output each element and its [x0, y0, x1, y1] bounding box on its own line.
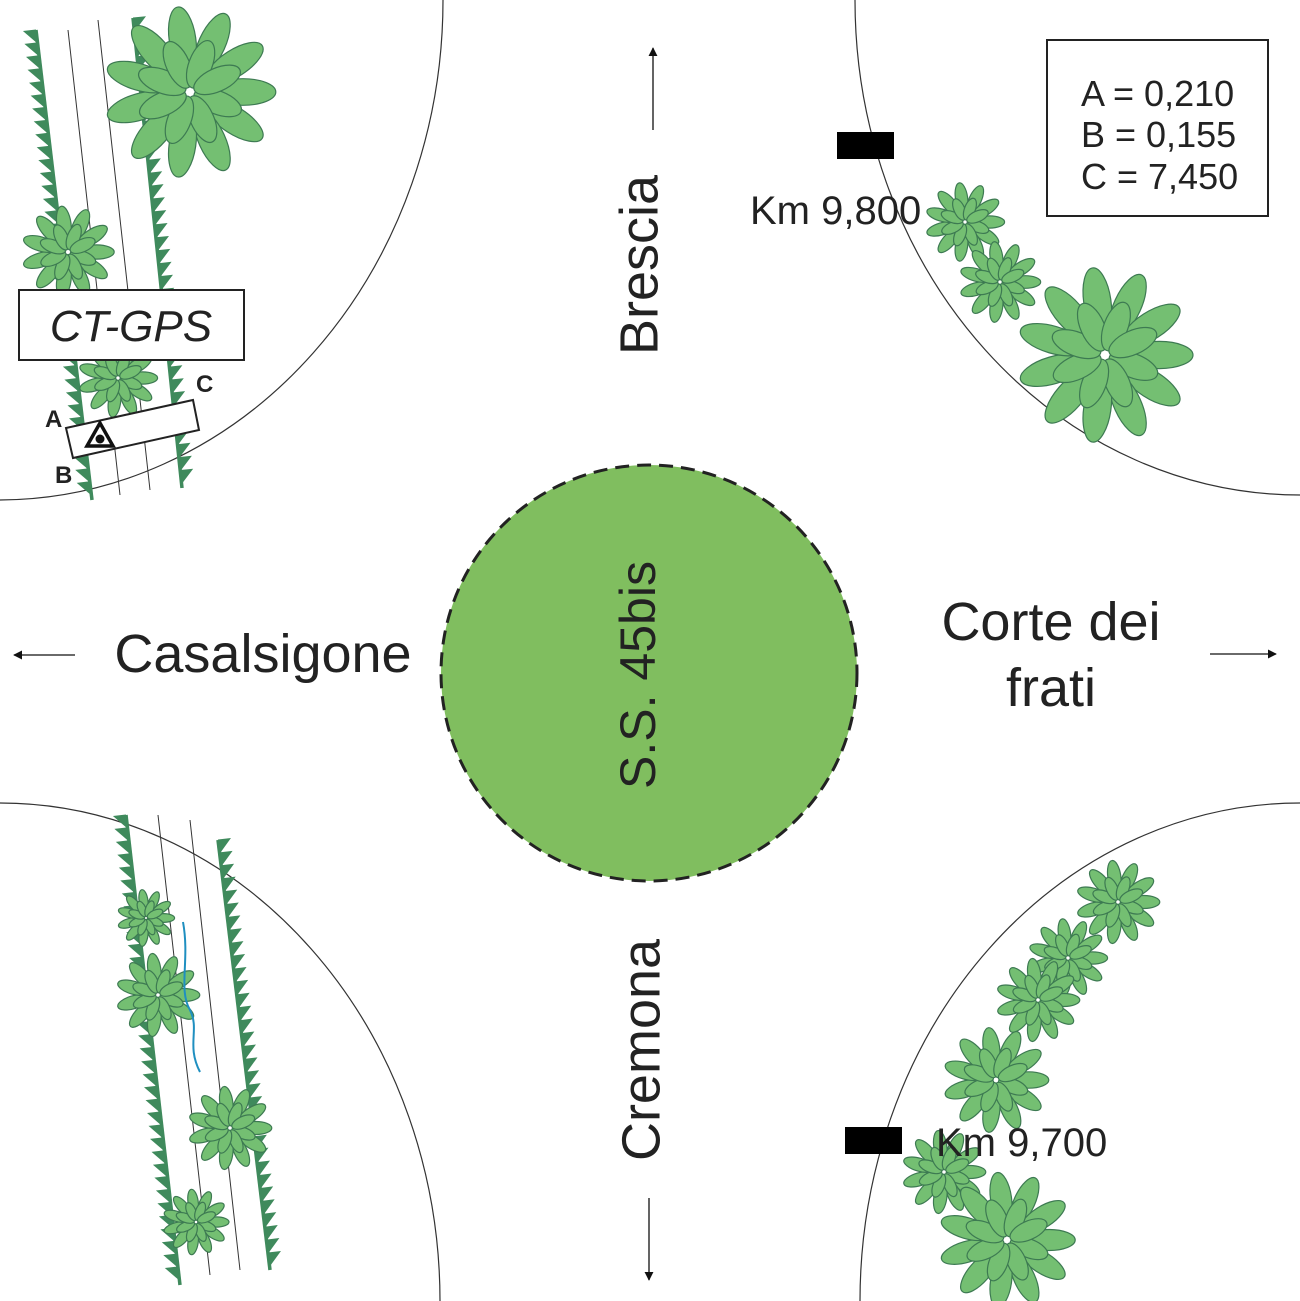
roundabout-label: S.S. 45bis — [610, 561, 666, 789]
legend-value-a: A = 0,210 — [1081, 73, 1234, 114]
legend-value-b: B = 0,155 — [1081, 114, 1236, 155]
road-edge-ne — [854, 0, 1300, 496]
station-label-box: CT-GPS — [18, 289, 245, 361]
tree-leaf — [1001, 268, 1025, 284]
direction-label-east-line1: Corte dei — [941, 592, 1160, 652]
tree-leaf — [985, 1199, 1010, 1238]
station-point-b: B — [55, 462, 72, 489]
direction-label-east-line2: frati — [1006, 658, 1096, 718]
hedge-teeth — [217, 837, 281, 1267]
tree-leaf — [146, 908, 164, 920]
direction-label-south: Cremona — [611, 938, 671, 1161]
road-edge-nw — [0, 0, 444, 501]
km-marker-south-label: Km 9,700 — [936, 1121, 1107, 1165]
stream-line — [182, 921, 201, 1073]
tree — [997, 957, 1081, 1043]
tree-leaf — [945, 1158, 970, 1174]
road-edge-sw — [0, 802, 441, 1301]
station-point-a: A — [45, 406, 62, 433]
tree-leaf — [196, 1211, 216, 1224]
survey-point-icon — [95, 434, 105, 444]
tree-leaf — [231, 1114, 256, 1130]
tree-leaf — [966, 209, 989, 224]
tree-leaf — [966, 1237, 1005, 1262]
tree — [117, 889, 176, 947]
tree — [940, 1171, 1076, 1301]
tree-leaf — [159, 981, 184, 997]
tree — [960, 241, 1042, 323]
tree — [1019, 267, 1194, 443]
tree — [117, 952, 201, 1038]
tree-leaf — [1119, 888, 1144, 904]
tree-leaf — [997, 1062, 1028, 1083]
tree — [189, 1085, 273, 1171]
km-marker-south-post — [845, 1127, 902, 1154]
tree — [903, 1129, 987, 1215]
tree-leaf — [1076, 302, 1109, 352]
legend-value-c: C = 7,450 — [1081, 156, 1238, 197]
tree-leaf — [1052, 351, 1102, 384]
tree-leaf — [1069, 945, 1092, 960]
tree-leaf — [1004, 1242, 1029, 1281]
tree-leaf — [1039, 986, 1064, 1002]
tree-leaf — [162, 40, 194, 89]
tree — [106, 6, 277, 178]
tree-leaf — [1101, 358, 1134, 408]
tree-leaf — [1108, 326, 1158, 359]
tree — [22, 205, 115, 299]
tree — [163, 1188, 230, 1256]
direction-label-north: Brescia — [609, 174, 669, 355]
tree-leaf — [119, 365, 142, 380]
roundabout-island — [439, 463, 859, 883]
tree — [926, 182, 1006, 262]
hedge-line — [124, 814, 182, 1286]
coordinates-legend: A = 0,210 B = 0,155 C = 7,450 — [1046, 39, 1269, 217]
tree-leaf — [138, 88, 187, 120]
station-name: CT-GPS — [50, 302, 212, 351]
km-marker-north-label: Km 9,800 — [750, 189, 921, 233]
tree-leaf — [193, 64, 242, 96]
tree — [944, 1027, 1050, 1133]
station-point-c: C — [196, 371, 213, 398]
station-benchmark: A B C — [45, 371, 213, 489]
tree-leaf — [1009, 1218, 1048, 1243]
field-edge-line — [189, 819, 241, 1271]
km-marker-north-post — [837, 132, 894, 159]
tree-leaf — [186, 95, 218, 144]
tree — [1077, 859, 1161, 945]
direction-label-west: Casalsigone — [114, 624, 411, 684]
road-edge-se — [859, 802, 1300, 1301]
tree-leaf — [69, 236, 96, 255]
